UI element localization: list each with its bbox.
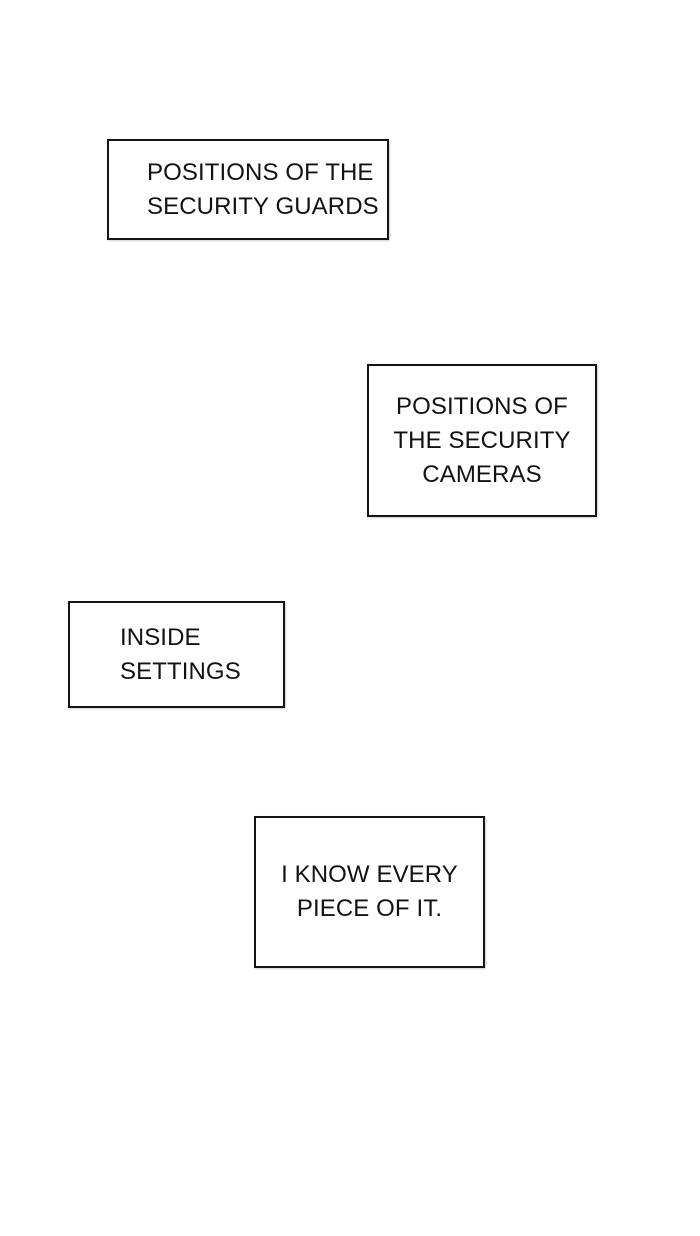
caption-text-security-guards: POSITIONS OF THE SECURITY GUARDS xyxy=(147,158,379,220)
caption-text-security-cameras: POSITIONS OF THE SECURITY CAMERAS xyxy=(393,392,571,488)
caption-box-security-guards: POSITIONS OF THE SECURITY GUARDS xyxy=(107,139,389,240)
caption-text-inside-settings: INSIDE SETTINGS xyxy=(120,623,241,685)
caption-box-inside-settings: INSIDE SETTINGS xyxy=(68,601,285,708)
caption-text-know-every-piece: I KNOW EVERY PIECE OF IT. xyxy=(281,861,458,922)
caption-box-know-every-piece: I KNOW EVERY PIECE OF IT. xyxy=(254,816,485,968)
caption-box-security-cameras: POSITIONS OF THE SECURITY CAMERAS xyxy=(367,364,597,517)
